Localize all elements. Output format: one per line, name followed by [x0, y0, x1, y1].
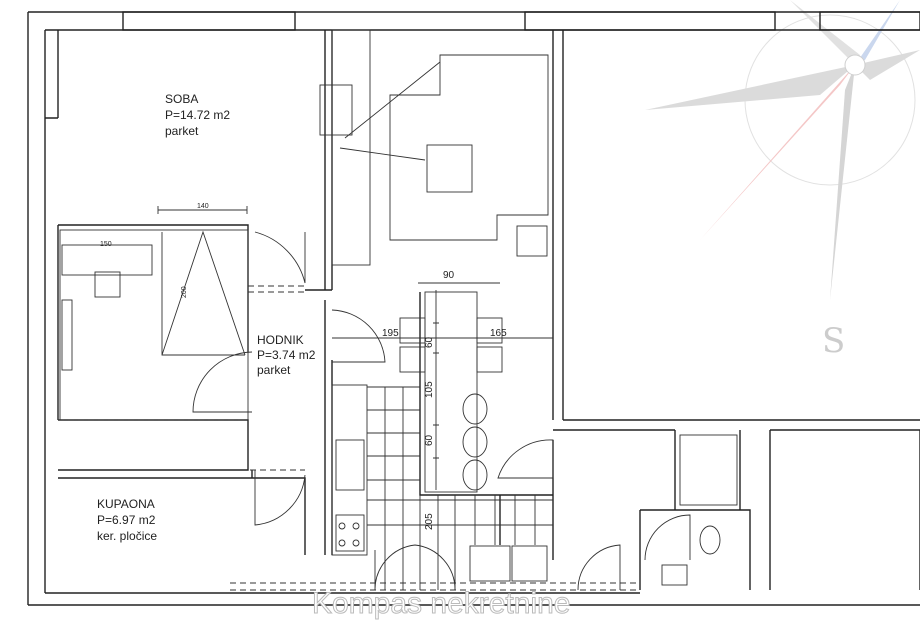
dim-counter-gap: 105	[424, 381, 435, 398]
sink	[335, 439, 365, 491]
dim-bed: 200	[181, 286, 188, 298]
room-kupaona-floor: ker. pločice	[97, 529, 157, 543]
dim-desk: 150	[100, 241, 112, 248]
room-soba-name: SOBA	[165, 92, 198, 106]
dining-table	[424, 291, 478, 493]
room-kupaona-area: P=6.97 m2	[97, 513, 156, 527]
sofa	[389, 54, 549, 241]
room-hodnik-name: HODNIK	[257, 333, 304, 347]
dim-table: 90	[443, 270, 455, 281]
shower	[679, 434, 738, 506]
bed	[161, 230, 246, 356]
room-soba-floor: parket	[165, 124, 199, 138]
dimension-labels: 140 150 200 90 195 165 60 105 60 205	[100, 203, 507, 530]
chair	[94, 271, 121, 298]
room-soba-area: P=14.72 m2	[165, 108, 230, 122]
room-hodnik-floor: parket	[257, 363, 291, 377]
kitchen-counter	[331, 384, 368, 556]
watermark: Kompas nekretnine	[312, 587, 571, 620]
dim-left-span: 195	[382, 328, 399, 339]
dim-chair-bottom: 60	[424, 434, 435, 446]
stove	[335, 514, 365, 552]
room-kupaona-name: KUPAONA	[97, 497, 155, 511]
dim-right-span: 165	[490, 328, 507, 339]
dim-wardrobe: 140	[197, 203, 209, 210]
furniture	[59, 29, 738, 590]
room-labels: SOBA P=14.72 m2 parket HODNIK P=3.74 m2 …	[97, 92, 316, 543]
coffee-table	[426, 144, 473, 193]
compass-rose-icon	[645, 0, 920, 300]
desk	[61, 244, 153, 276]
dim-kitchen-depth: 205	[424, 513, 435, 530]
dim-chair-top: 60	[424, 336, 435, 348]
walls	[27, 11, 920, 606]
room-hodnik-area: P=3.74 m2	[257, 348, 316, 362]
toilet	[699, 525, 721, 555]
washbasin	[661, 564, 688, 586]
compass-south-label: S	[822, 321, 845, 361]
